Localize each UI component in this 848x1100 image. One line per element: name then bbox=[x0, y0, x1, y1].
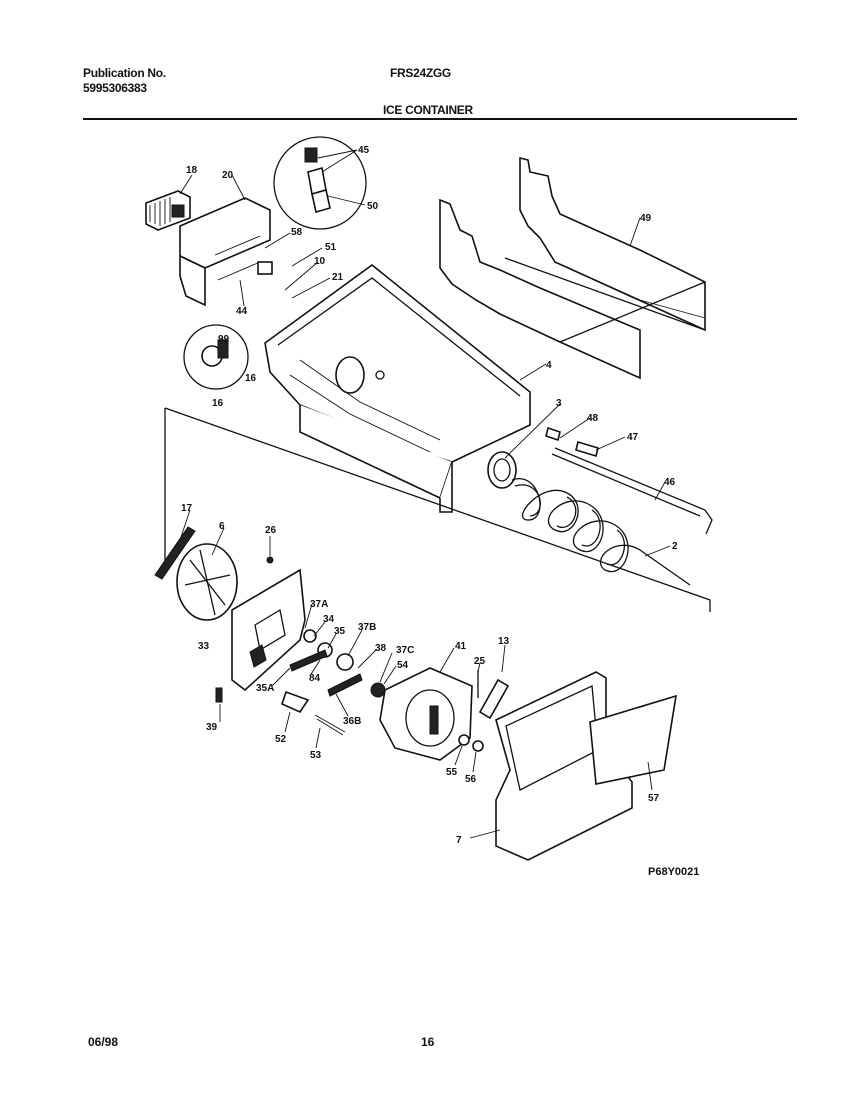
callout-16-a: 16 bbox=[245, 373, 257, 384]
callout-38: 38 bbox=[375, 643, 387, 654]
callout-47: 47 bbox=[627, 432, 639, 443]
callout-45: 45 bbox=[358, 145, 370, 156]
callout-37c: 37C bbox=[396, 645, 414, 656]
part-41-motor bbox=[379, 667, 484, 761]
callout-34: 34 bbox=[323, 614, 335, 625]
callout-53: 53 bbox=[310, 750, 322, 761]
callout-49: 49 bbox=[640, 213, 652, 224]
callout-58: 58 bbox=[291, 227, 303, 238]
callout-33: 33 bbox=[198, 641, 210, 652]
callout-labels: 18 20 45 50 49 58 51 10 21 44 4 99 16 16… bbox=[181, 145, 678, 846]
model-number: FRS24ZGG bbox=[390, 66, 451, 80]
callout-37b: 37B bbox=[358, 622, 376, 633]
callout-16-b: 16 bbox=[212, 398, 224, 409]
publication-label: Publication No. bbox=[83, 66, 166, 80]
callout-20: 20 bbox=[222, 170, 234, 181]
callout-18: 18 bbox=[186, 165, 198, 176]
callout-2: 2 bbox=[672, 541, 678, 552]
part-33-plate bbox=[231, 556, 306, 692]
callout-35: 35 bbox=[334, 626, 346, 637]
callout-99: 99 bbox=[218, 334, 230, 345]
part-46-rod bbox=[545, 426, 713, 535]
callout-26: 26 bbox=[265, 525, 277, 536]
section-title: ICE CONTAINER bbox=[383, 103, 473, 117]
footer-date: 06/98 bbox=[88, 1035, 119, 1049]
callout-37a: 37A bbox=[310, 599, 328, 610]
callout-3: 3 bbox=[556, 398, 562, 409]
callout-35a: 35A bbox=[256, 683, 274, 694]
callout-52: 52 bbox=[275, 734, 287, 745]
callout-55: 55 bbox=[446, 767, 458, 778]
callout-56: 56 bbox=[465, 774, 477, 785]
part-4-ice-bin bbox=[264, 263, 531, 513]
part-49-rear-panel bbox=[439, 156, 706, 380]
part-2-auger bbox=[511, 478, 691, 586]
page-number: 16 bbox=[421, 1035, 435, 1049]
callout-10: 10 bbox=[314, 256, 326, 267]
callout-48: 48 bbox=[587, 413, 599, 424]
callout-4: 4 bbox=[546, 360, 552, 371]
part-17-6 bbox=[154, 526, 238, 621]
part-3-bearing bbox=[487, 451, 517, 489]
publication-number: 5995306383 bbox=[83, 81, 147, 95]
callout-54: 54 bbox=[397, 660, 409, 671]
callout-21: 21 bbox=[332, 272, 344, 283]
callout-50: 50 bbox=[367, 201, 379, 212]
inset-light bbox=[183, 324, 249, 390]
callout-17: 17 bbox=[181, 503, 193, 514]
drawing-code: P68Y0021 bbox=[648, 866, 700, 878]
callout-13: 13 bbox=[498, 636, 510, 647]
callout-25: 25 bbox=[474, 656, 486, 667]
part-7-door bbox=[495, 671, 677, 861]
assembly-outline bbox=[164, 407, 711, 612]
callout-51: 51 bbox=[325, 242, 337, 253]
header-rule bbox=[83, 118, 797, 120]
callout-41: 41 bbox=[455, 641, 467, 652]
callout-46: 46 bbox=[664, 477, 676, 488]
callout-36b: 36B bbox=[343, 716, 361, 727]
callout-6: 6 bbox=[219, 521, 225, 532]
callout-44: 44 bbox=[236, 306, 248, 317]
part-13-lever bbox=[477, 670, 510, 720]
inset-45-50 bbox=[273, 136, 367, 230]
callout-57: 57 bbox=[648, 793, 660, 804]
leader-lines bbox=[179, 149, 671, 839]
callout-7: 7 bbox=[456, 835, 462, 846]
callout-39: 39 bbox=[206, 722, 218, 733]
part-20-bracket bbox=[179, 197, 273, 307]
callout-84: 84 bbox=[309, 673, 321, 684]
part-18-heater bbox=[145, 190, 191, 231]
